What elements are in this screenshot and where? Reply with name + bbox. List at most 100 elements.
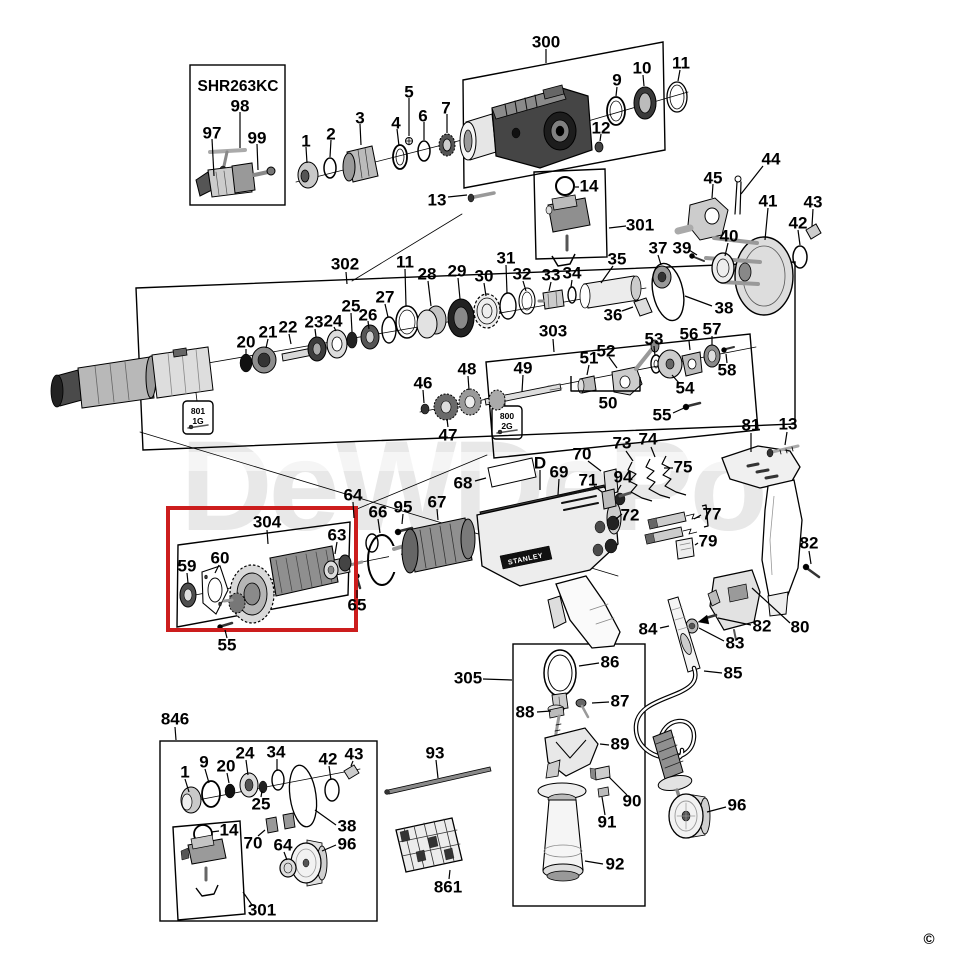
part-label-79[interactable]: 79: [699, 532, 718, 551]
part-label-51[interactable]: 51: [580, 349, 599, 368]
part-label-38[interactable]: 38: [338, 817, 357, 836]
part-label-47[interactable]: 47: [439, 426, 458, 445]
part-label-64[interactable]: 64: [274, 836, 293, 855]
part-label-25[interactable]: 25: [342, 297, 361, 316]
part-label-34[interactable]: 34: [267, 743, 286, 762]
part-label-53[interactable]: 53: [645, 330, 664, 349]
part-label-69[interactable]: 69: [550, 463, 569, 482]
part-label-14[interactable]: 14: [580, 177, 599, 196]
part-label-24[interactable]: 24: [236, 744, 255, 763]
part-label-9[interactable]: 9: [612, 71, 621, 90]
part-label-11[interactable]: 11: [672, 54, 690, 73]
part-label-99[interactable]: 99: [248, 129, 267, 148]
part-label-2[interactable]: 2: [326, 125, 335, 144]
part-label-D[interactable]: D: [534, 454, 546, 473]
part-label-56[interactable]: 56: [680, 325, 699, 344]
part-label-13[interactable]: 13: [428, 191, 447, 210]
part-label-43[interactable]: 43: [804, 193, 823, 212]
part-label-46[interactable]: 46: [414, 374, 433, 393]
part-label-86[interactable]: 86: [601, 653, 620, 672]
part-label-1[interactable]: 1: [301, 132, 310, 151]
part-label-55[interactable]: 55: [218, 636, 237, 655]
part-label-81[interactable]: 81: [742, 416, 761, 435]
part-label-70[interactable]: 70: [244, 834, 263, 853]
part-label-24[interactable]: 24: [324, 312, 343, 331]
part-label-97[interactable]: 97: [203, 124, 222, 143]
part-label-52[interactable]: 52: [597, 342, 616, 361]
part-label-68[interactable]: 68: [454, 474, 473, 493]
part-label-9[interactable]: 9: [199, 753, 208, 772]
part-label-84[interactable]: 84: [639, 620, 658, 639]
part-label-7[interactable]: 7: [441, 99, 450, 118]
part-label-57[interactable]: 57: [703, 320, 722, 339]
part-label-20[interactable]: 20: [237, 333, 256, 352]
part-label-3[interactable]: 3: [355, 109, 364, 128]
part-label-58[interactable]: 58: [718, 361, 737, 380]
part-label-27[interactable]: 27: [376, 288, 395, 307]
part-label-90[interactable]: 90: [623, 792, 642, 811]
part-label-13[interactable]: 13: [779, 415, 798, 434]
part-label-861[interactable]: 861: [434, 878, 462, 897]
part-label-65[interactable]: 65: [348, 596, 367, 615]
part-label-83[interactable]: 83: [726, 634, 745, 653]
part-label-30[interactable]: 30: [475, 267, 494, 286]
part-label-91[interactable]: 91: [598, 813, 617, 832]
part-label-34[interactable]: 34: [563, 264, 582, 283]
part-label-93[interactable]: 93: [426, 744, 445, 763]
part-label-98[interactable]: 98: [231, 97, 250, 116]
part-label-75[interactable]: 75: [674, 458, 693, 477]
part-label-55[interactable]: 55: [653, 406, 672, 425]
part-label-303[interactable]: 303: [539, 322, 567, 341]
part-label-36[interactable]: 36: [604, 306, 623, 325]
part-label-12[interactable]: 12: [592, 119, 611, 138]
part-label-67[interactable]: 67: [428, 493, 447, 512]
part-label-89[interactable]: 89: [611, 735, 630, 754]
part-label-41[interactable]: 41: [759, 192, 778, 211]
part-label-14[interactable]: 14: [220, 821, 239, 840]
part-label-60[interactable]: 60: [211, 549, 230, 568]
part-label-23[interactable]: 23: [305, 313, 324, 332]
part-label-302[interactable]: 302: [331, 255, 359, 274]
part-label-92[interactable]: 92: [606, 855, 625, 874]
part-label-38[interactable]: 38: [715, 299, 734, 318]
part-label-64[interactable]: 64: [344, 486, 363, 505]
part-label-74[interactable]: 74: [639, 430, 658, 449]
part-label-82[interactable]: 82: [753, 617, 772, 636]
part-label-42[interactable]: 42: [789, 214, 808, 233]
part-label-82[interactable]: 82: [800, 534, 819, 553]
part-label-40[interactable]: 40: [720, 227, 739, 246]
part-label-50[interactable]: 50: [599, 394, 618, 413]
part-label-94[interactable]: 94: [614, 468, 633, 487]
part-label-6[interactable]: 6: [418, 107, 427, 126]
part-label-88[interactable]: 88: [516, 703, 535, 722]
part-label-45[interactable]: 45: [704, 169, 723, 188]
part-label-42[interactable]: 42: [319, 750, 338, 769]
part-label-43[interactable]: 43: [345, 745, 364, 764]
part-label-54[interactable]: 54: [676, 379, 695, 398]
part-label-1[interactable]: 1: [180, 763, 189, 782]
part-label-5[interactable]: 5: [404, 83, 413, 102]
part-label-35[interactable]: 35: [608, 250, 627, 269]
part-label-28[interactable]: 28: [418, 265, 437, 284]
part-label-29[interactable]: 29: [448, 262, 467, 281]
part-label-304[interactable]: 304: [253, 513, 282, 532]
part-label-85[interactable]: 85: [724, 664, 743, 683]
part-label-20[interactable]: 20: [217, 757, 236, 776]
part-label-87[interactable]: 87: [611, 692, 630, 711]
part-label-11[interactable]: 11: [396, 253, 414, 272]
part-label-70[interactable]: 70: [573, 445, 592, 464]
part-label-32[interactable]: 32: [513, 265, 532, 284]
part-label-95[interactable]: 95: [394, 498, 413, 517]
part-label-39[interactable]: 39: [673, 239, 692, 258]
part-label-77[interactable]: 77: [703, 505, 722, 524]
part-label-63[interactable]: 63: [328, 526, 347, 545]
part-label-301[interactable]: 301: [248, 901, 276, 920]
part-label-66[interactable]: 66: [369, 503, 388, 522]
part-label-59[interactable]: 59: [178, 557, 197, 576]
part-label-73[interactable]: 73: [613, 434, 632, 453]
part-label-26[interactable]: 26: [359, 306, 378, 325]
part-label-96[interactable]: 96: [728, 796, 747, 815]
part-label-22[interactable]: 22: [279, 318, 298, 337]
part-label-33[interactable]: 33: [542, 266, 561, 285]
part-label-25[interactable]: 25: [252, 795, 271, 814]
